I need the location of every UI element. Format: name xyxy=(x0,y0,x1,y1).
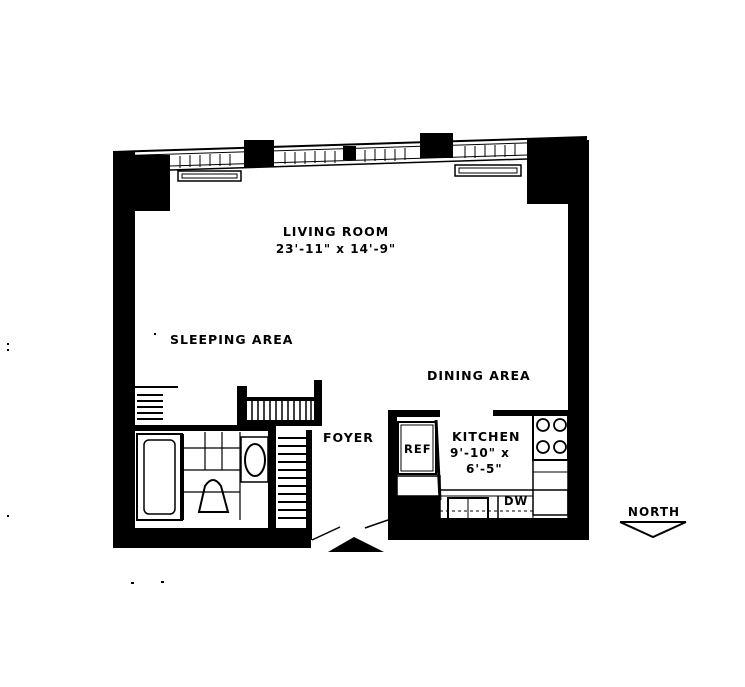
north-arrow-icon xyxy=(619,521,687,539)
living-room-label: LIVING ROOM xyxy=(283,224,389,239)
foyer-closet xyxy=(278,430,312,540)
scan-specks xyxy=(7,333,164,584)
burner-icon xyxy=(536,418,550,432)
burner-icon xyxy=(553,418,567,432)
window-wall xyxy=(112,136,588,182)
kitchen-dimensions-line2: 6'-5" xyxy=(466,462,503,476)
burner-icon xyxy=(536,440,550,454)
dishwasher-label: DW xyxy=(504,494,528,508)
refrigerator-label: REF xyxy=(404,442,432,456)
burner-icon xyxy=(553,440,567,454)
entry-arrow-icon xyxy=(328,537,384,552)
closet xyxy=(237,380,322,426)
north-arrow: NORTH xyxy=(619,505,687,539)
dining-area-label: DINING AREA xyxy=(427,368,531,383)
north-label: NORTH xyxy=(628,505,680,519)
exterior-walls xyxy=(113,133,589,548)
kitchen xyxy=(388,410,569,531)
bathroom xyxy=(135,386,276,535)
sink-icon xyxy=(244,443,266,477)
kitchen-label: KITCHEN xyxy=(452,429,521,444)
living-room-dimensions: 23'-11" x 14'-9" xyxy=(276,242,396,256)
foyer-label: FOYER xyxy=(323,430,374,445)
sleeping-area-label: SLEEPING AREA xyxy=(170,332,293,347)
toilet-icon xyxy=(197,479,230,513)
kitchen-dimensions-line1: 9'-10" x xyxy=(450,446,510,460)
entry xyxy=(311,519,389,552)
